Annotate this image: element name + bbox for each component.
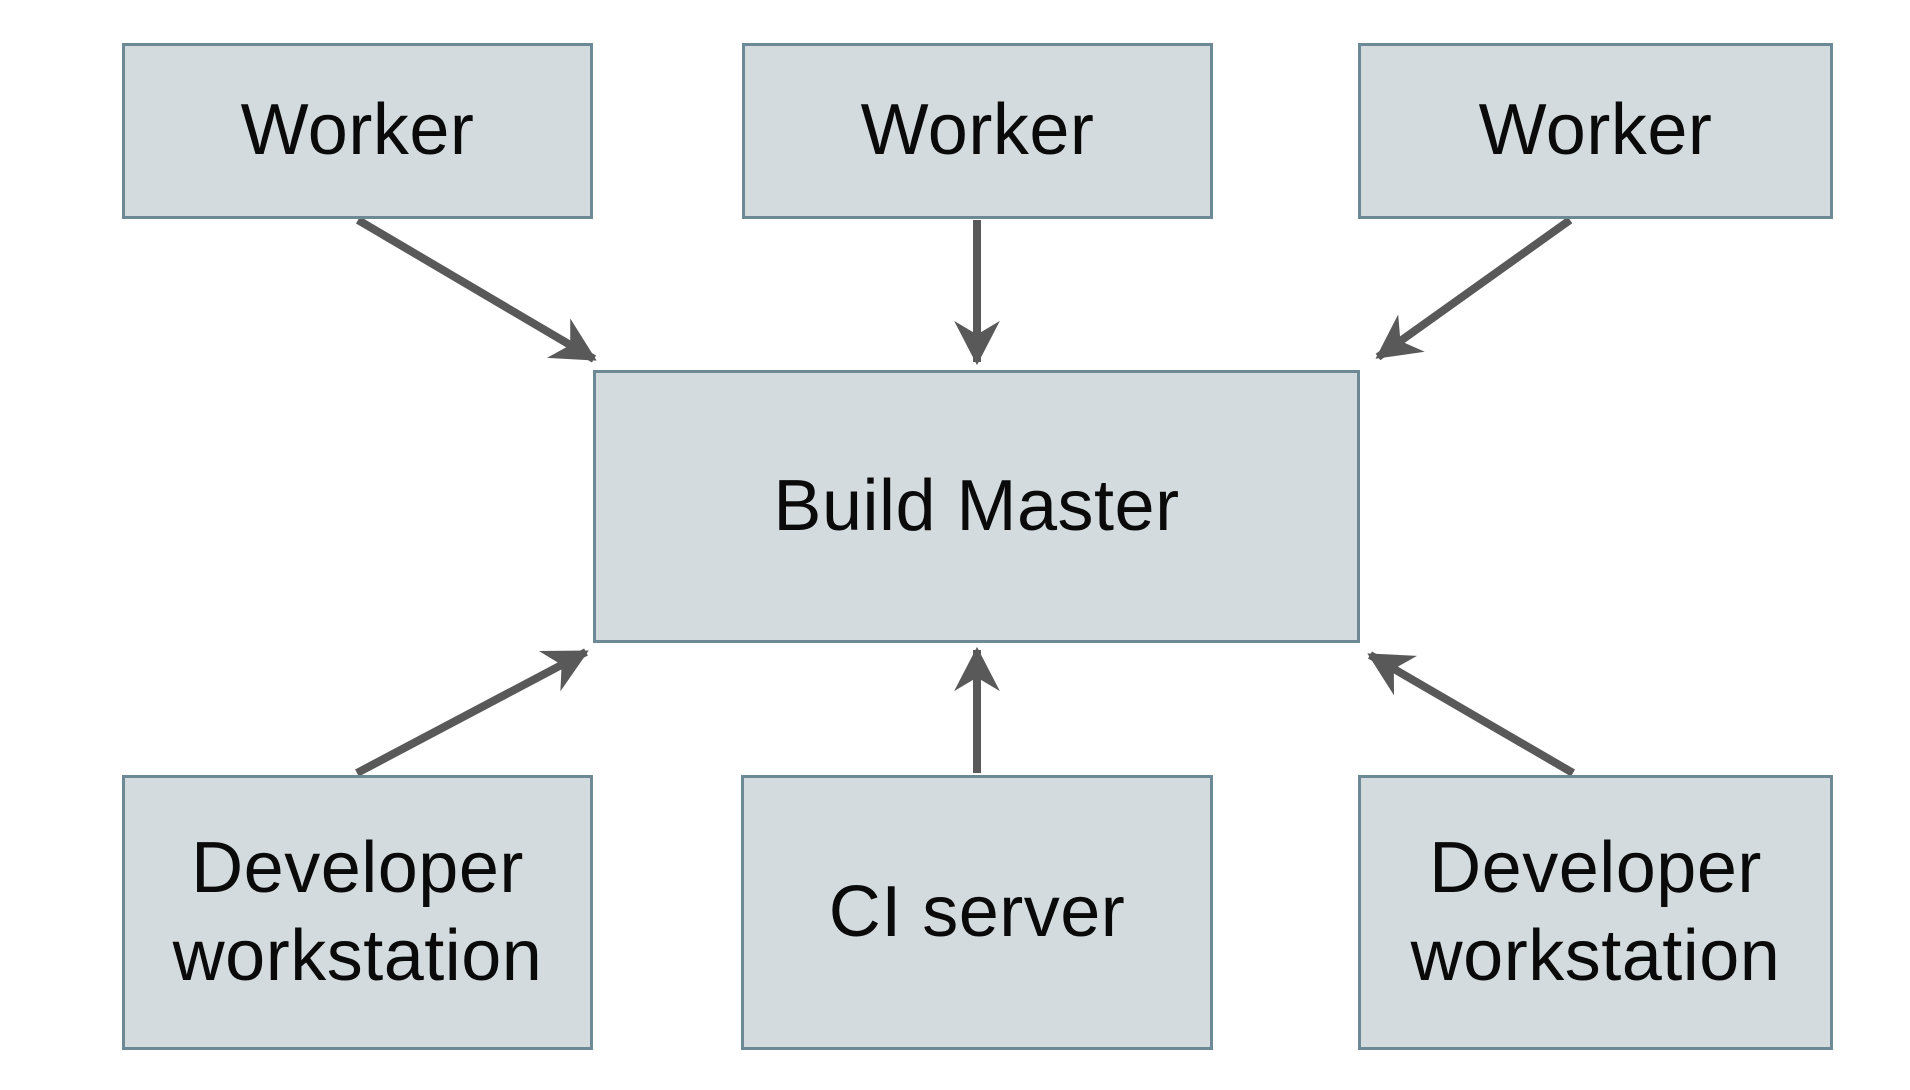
arrow-worker1-to-buildmaster (355, 216, 597, 363)
node-worker-2: Worker (742, 43, 1213, 219)
arrow-worker3-to-buildmaster (1375, 216, 1573, 361)
node-ci-server-label: CI server (828, 871, 1126, 952)
node-developer-workstation-left-label: Developer workstation (172, 827, 543, 996)
node-ci-server: CI server (741, 775, 1213, 1050)
arrow-devworkstation-left-to-buildmaster (355, 648, 589, 777)
node-worker-1-label: Worker (240, 90, 475, 171)
node-build-master: Build Master (593, 370, 1360, 643)
node-developer-workstation-right: Developer workstation (1358, 775, 1833, 1050)
node-worker-1: Worker (122, 43, 593, 219)
node-worker-3-label: Worker (1478, 90, 1713, 171)
node-worker-3: Worker (1358, 43, 1833, 219)
node-build-master-label: Build Master (773, 465, 1180, 546)
node-worker-2-label: Worker (860, 90, 1095, 171)
node-developer-workstation-right-label: Developer workstation (1410, 827, 1781, 996)
arrow-devworkstation-right-to-buildmaster (1367, 651, 1576, 777)
node-developer-workstation-left: Developer workstation (122, 775, 593, 1050)
